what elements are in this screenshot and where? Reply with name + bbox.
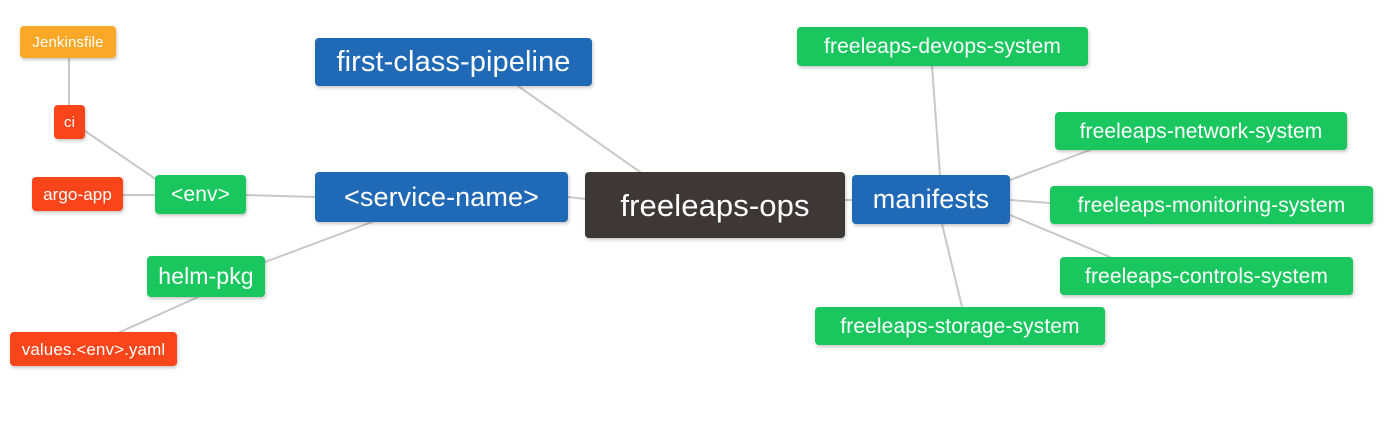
edge-helm-pkg-to-service-name bbox=[264, 221, 373, 263]
edge-service-name-to-freeleaps-ops bbox=[567, 196, 586, 200]
mindmap-node-label-helm-pkg: helm-pkg bbox=[158, 263, 254, 289]
mindmap-node-freeleaps-ops[interactable]: freeleaps-ops bbox=[585, 172, 845, 238]
mindmap-node-freeleaps-network-system[interactable]: freeleaps-network-system bbox=[1055, 112, 1347, 150]
mindmap-node-ci[interactable]: ci bbox=[54, 105, 85, 139]
mindmap-node-freeleaps-devops-system[interactable]: freeleaps-devops-system bbox=[797, 27, 1088, 66]
mindmap-node-jenkinsfile[interactable]: Jenkinsfile bbox=[20, 26, 116, 58]
edge-first-class-pipeline-to-freeleaps-ops bbox=[517, 85, 641, 173]
mindmap-node-freeleaps-storage-system[interactable]: freeleaps-storage-system bbox=[815, 307, 1105, 345]
edge-values-yaml-to-helm-pkg bbox=[119, 296, 199, 333]
edge-env-to-service-name bbox=[245, 194, 316, 198]
edge-ci-to-env bbox=[84, 130, 158, 181]
mindmap-node-label-ci: ci bbox=[63, 113, 76, 131]
edge-manifests-to-freeleaps-devops-system bbox=[931, 65, 941, 176]
mindmap-node-freeleaps-monitoring-system[interactable]: freeleaps-monitoring-system bbox=[1050, 186, 1373, 224]
edge-manifests-to-freeleaps-storage-system bbox=[941, 223, 963, 308]
mindmap-node-label-values-yaml: values.<env>.yaml bbox=[21, 339, 166, 359]
mindmap-node-service-name[interactable]: <service-name> bbox=[315, 172, 568, 222]
mindmap-node-label-manifests: manifests bbox=[872, 184, 990, 214]
mindmap-node-label-freeleaps-monitoring-system: freeleaps-monitoring-system bbox=[1077, 193, 1346, 217]
mindmap-node-freeleaps-controls-system[interactable]: freeleaps-controls-system bbox=[1060, 257, 1353, 295]
mindmap-node-values-yaml[interactable]: values.<env>.yaml bbox=[10, 332, 177, 366]
mindmap-node-first-class-pipeline[interactable]: first-class-pipeline bbox=[315, 38, 592, 86]
mindmap-node-label-service-name: <service-name> bbox=[344, 181, 539, 212]
mindmap-node-label-freeleaps-storage-system: freeleaps-storage-system bbox=[840, 314, 1080, 338]
mindmap-node-label-freeleaps-controls-system: freeleaps-controls-system bbox=[1085, 264, 1328, 288]
mindmap-node-argo-app[interactable]: argo-app bbox=[32, 177, 123, 211]
mindmap-node-label-freeleaps-ops: freeleaps-ops bbox=[620, 187, 810, 223]
mindmap-node-label-jenkinsfile: Jenkinsfile bbox=[32, 33, 104, 51]
mindmap-node-helm-pkg[interactable]: helm-pkg bbox=[147, 256, 265, 297]
edge-manifests-to-freeleaps-network-system bbox=[1009, 149, 1091, 181]
mindmap-node-env[interactable]: <env> bbox=[155, 175, 246, 214]
mindmap-node-label-env: <env> bbox=[171, 183, 230, 206]
mindmap-node-label-freeleaps-network-system: freeleaps-network-system bbox=[1079, 119, 1323, 143]
mindmap-node-manifests[interactable]: manifests bbox=[852, 175, 1010, 224]
edge-manifests-to-freeleaps-monitoring-system bbox=[1009, 199, 1051, 204]
mindmap-node-label-argo-app: argo-app bbox=[43, 184, 112, 204]
mindmap-node-label-freeleaps-devops-system: freeleaps-devops-system bbox=[824, 35, 1061, 58]
mindmap-node-label-first-class-pipeline: first-class-pipeline bbox=[336, 45, 571, 78]
